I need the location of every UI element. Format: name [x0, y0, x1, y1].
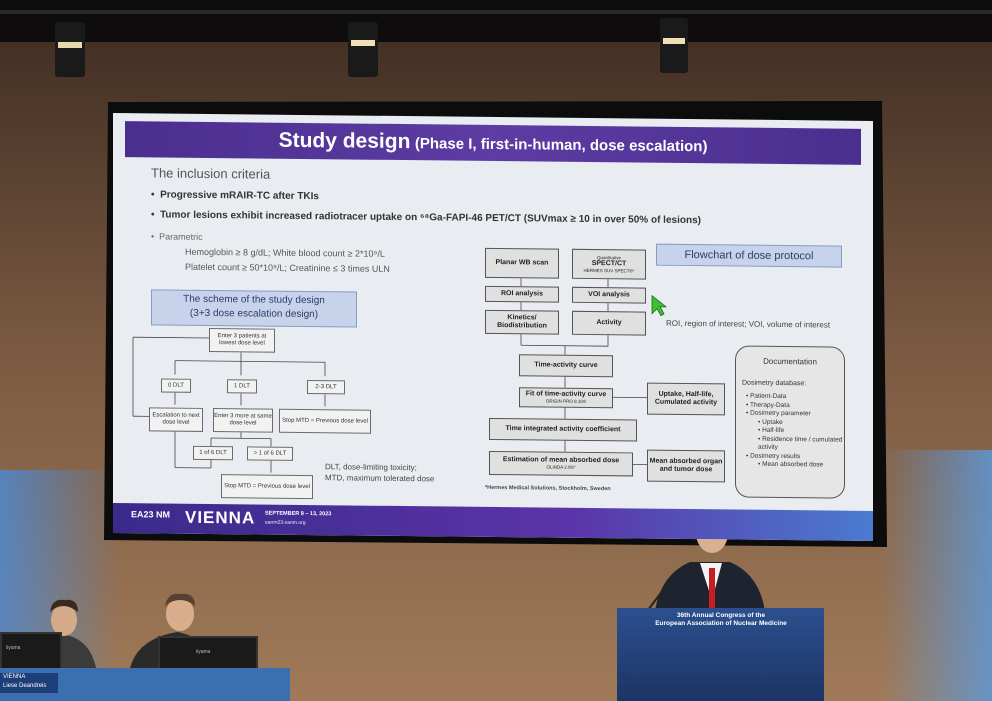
doc-item: • Dosimetry parameter	[746, 409, 811, 418]
desk-monitor-left	[0, 632, 62, 674]
flow-activity: Activity	[572, 310, 646, 336]
footer-logo: EA23 NM	[131, 509, 171, 520]
podium	[617, 608, 824, 701]
flow-tiac: Time integrated activity coefficient	[489, 417, 637, 442]
footer-dates: SEPTEMBER 9 – 13, 2023	[265, 510, 332, 518]
flow-voi-analysis: VOI analysis	[572, 286, 646, 304]
flow-time-activity-curve: Time-activity curve	[519, 354, 613, 378]
documentation-list: • Patient-Data • Therapy-Data • Dosimetr…	[746, 393, 844, 471]
footer-url: eanm23.eanm.org	[265, 519, 306, 527]
roi-note: ROI, region of interest; VOI, volume of …	[666, 318, 831, 330]
nameplate: VIENNA Liese Deandreis	[0, 673, 58, 693]
flow-mean-absorbed: Mean absorbed organ and tumor dose	[647, 449, 725, 483]
flow-kinetics: Kinetics/ Biodistribution	[485, 309, 559, 335]
scheme-connectors	[132, 336, 326, 473]
presentation-slide: Study design (Phase I, first-in-human, d…	[113, 113, 873, 541]
flow-uptake: Uptake, Half-life, Cumulated activity	[647, 382, 725, 416]
flow-estimation: Estimation of mean absorbed dose OLINDA …	[489, 450, 633, 477]
flow-planar-wb: Planar WB scan	[485, 247, 559, 279]
podium-text: 36th Annual Congress of the European Ass…	[655, 612, 787, 627]
documentation-box: Documentation Dosimetry database: • Pati…	[735, 345, 845, 499]
documentation-db: Dosimetry database:	[742, 379, 807, 388]
flow-spect-ct: Quantitative SPECT/CT HERMES SUV SPECT®*	[572, 248, 646, 280]
monitor-label-right: iiyama	[196, 649, 211, 655]
ceiling-spotlights	[55, 18, 688, 77]
footer-city: VIENNA	[185, 507, 256, 528]
doc-item: • Mean absorbed dose	[758, 460, 824, 469]
mouse-cursor-icon	[651, 294, 667, 317]
doc-item: • Residence time / cumulated activity	[758, 435, 843, 451]
flow-fit-tac: Fit of time-activity curve ORIGIN PRO 8.…	[519, 387, 613, 409]
documentation-title: Documentation	[763, 356, 817, 367]
flow-roi-analysis: ROI analysis	[485, 285, 559, 303]
monitor-label-left: iiyama	[6, 645, 21, 651]
flow-label: Flowchart of dose protocol	[656, 243, 842, 268]
